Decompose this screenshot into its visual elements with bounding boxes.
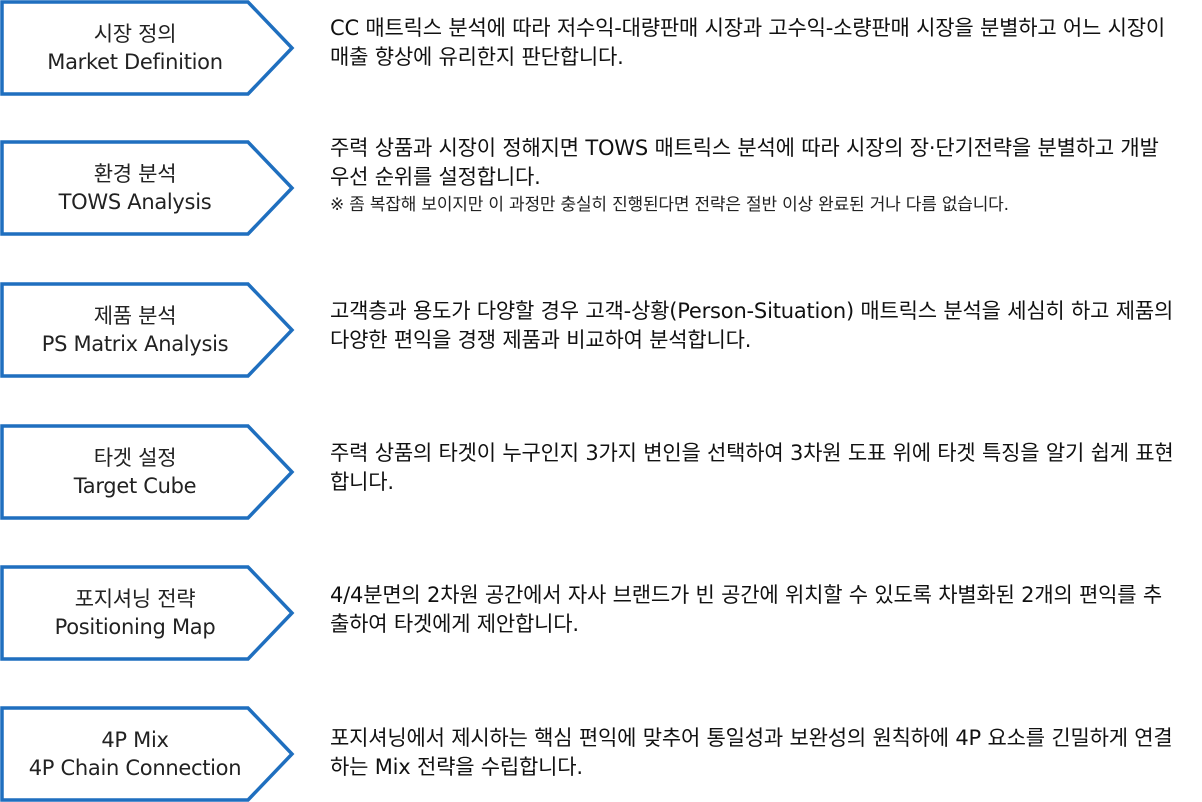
chevron-outline — [0, 282, 295, 378]
step-title-korean: 포지셔닝 전략 — [74, 587, 196, 611]
step-title: 포지셔닝 전략 Positioning Map — [4, 565, 266, 661]
step-title-english: TOWS Analysis — [58, 190, 212, 214]
step-title-korean: 제품 분석 — [93, 304, 177, 328]
step-description: 주력 상품의 타겟이 누구인지 3가지 변인을 선택하여 3차원 도표 위에 타… — [330, 439, 1176, 497]
chevron-shape: 타겟 설정 Target Cube — [0, 424, 298, 520]
step-description-text: 포지셔닝에서 제시하는 핵심 편익에 맞추어 통일성과 보완성의 원칙하에 4P… — [330, 726, 1173, 779]
step-title-korean: 시장 정의 — [93, 22, 177, 46]
step-description-text: 4/4분면의 2차원 공간에서 자사 브랜드가 빈 공간에 위치할 수 있도록 … — [330, 583, 1163, 636]
step-title: 시장 정의 Market Definition — [4, 0, 266, 96]
step-title-english: 4P Chain Connection — [28, 756, 242, 780]
step-title: 환경 분석 TOWS Analysis — [4, 140, 266, 236]
step-title-korean: 타겟 설정 — [93, 446, 177, 470]
step-title: 타겟 설정 Target Cube — [4, 424, 266, 520]
chevron-outline — [0, 140, 295, 236]
chevron-outline — [0, 424, 295, 520]
step-title-english: Positioning Map — [54, 615, 216, 639]
chevron-shape: 환경 분석 TOWS Analysis — [0, 140, 298, 236]
step-description: 고객층과 용도가 다양할 경우 고객-상황(Person-Situation) … — [330, 297, 1176, 355]
step-description-text: 주력 상품의 타겟이 누구인지 3가지 변인을 선택하여 3차원 도표 위에 타… — [330, 441, 1174, 494]
chevron-outline — [0, 0, 295, 96]
chevron-shape: 4P Mix 4P Chain Connection — [0, 706, 298, 802]
step-description-text: CC 매트릭스 분석에 따라 저수익-대량판매 시장과 고수익-소량판매 시장을… — [330, 16, 1165, 69]
step-description: 4/4분면의 2차원 공간에서 자사 브랜드가 빈 공간에 위치할 수 있도록 … — [330, 581, 1176, 639]
step-description-text: 주력 상품과 시장이 정해지면 TOWS 매트릭스 분석에 따라 시장의 장·단… — [330, 136, 1159, 189]
chevron-shape: 포지셔닝 전략 Positioning Map — [0, 565, 298, 661]
chevron-outline — [0, 706, 295, 802]
step-description: 주력 상품과 시장이 정해지면 TOWS 매트릭스 분석에 따라 시장의 장·단… — [330, 134, 1176, 218]
step-description: CC 매트릭스 분석에 따라 저수익-대량판매 시장과 고수익-소량판매 시장을… — [330, 14, 1176, 72]
step-title-english: PS Matrix Analysis — [41, 332, 229, 356]
step-title: 제품 분석 PS Matrix Analysis — [4, 282, 266, 378]
step-description: 포지셔닝에서 제시하는 핵심 편익에 맞추어 통일성과 보완성의 원칙하에 4P… — [330, 724, 1176, 782]
step-title-english: Target Cube — [73, 474, 197, 498]
step-description-text: 고객층과 용도가 다양할 경우 고객-상황(Person-Situation) … — [330, 299, 1174, 352]
step-title-korean: 4P Mix — [101, 728, 169, 752]
step-title: 4P Mix 4P Chain Connection — [4, 706, 266, 802]
chevron-shape: 제품 분석 PS Matrix Analysis — [0, 282, 298, 378]
step-title-english: Market Definition — [47, 50, 223, 74]
step-description-note: ※ 좀 복잡해 보이지만 이 과정만 충실히 진행된다면 전략은 절반 이상 완… — [330, 195, 1009, 215]
chevron-outline — [0, 565, 295, 661]
chevron-shape: 시장 정의 Market Definition — [0, 0, 298, 96]
step-title-korean: 환경 분석 — [93, 162, 177, 186]
